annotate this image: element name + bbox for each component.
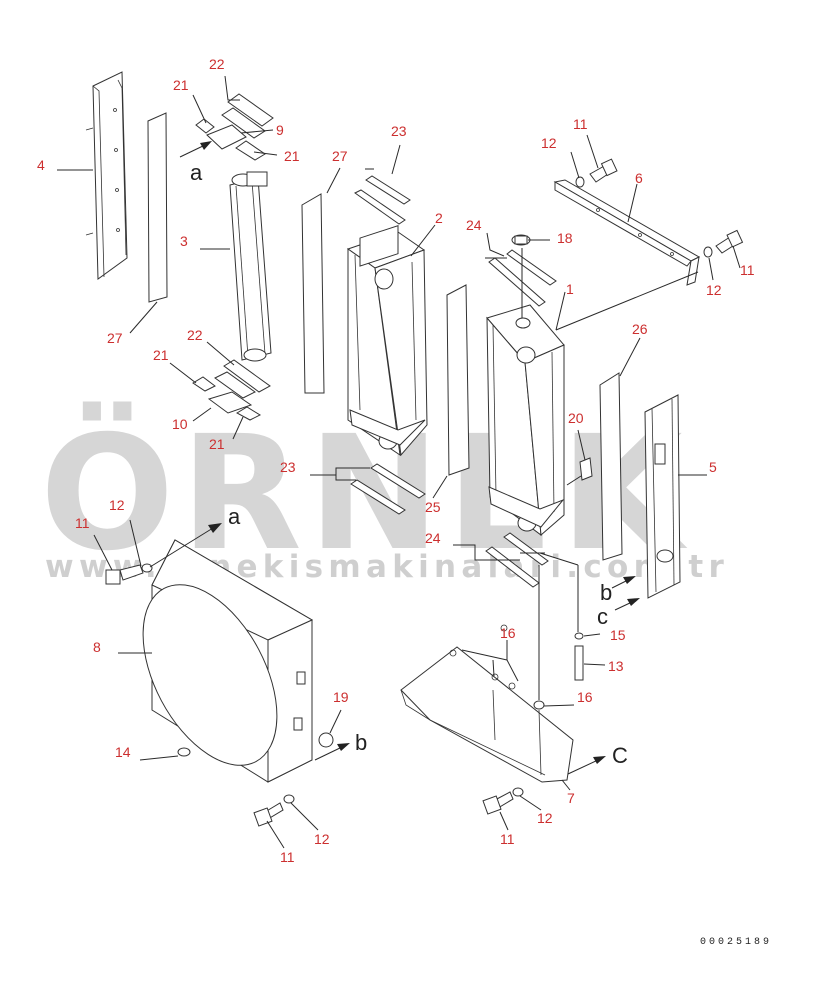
direction-arrows: [149, 141, 640, 775]
callout-part-19: 19: [333, 689, 349, 705]
ref-letter-a-top: a: [190, 160, 203, 185]
callout-part-12-a: 12: [541, 135, 557, 151]
callout-part-13: 13: [608, 658, 624, 674]
callout-part-25: 25: [425, 499, 441, 515]
callout-part-6: 6: [635, 170, 643, 186]
callout-part-12-d: 12: [109, 497, 125, 513]
callout-part-5: 5: [709, 459, 717, 475]
bottom-seal-group: [192, 359, 271, 421]
part-4-side-bracket: [85, 71, 128, 280]
part-26-seal: [599, 372, 623, 561]
ref-letter-c-bracket: c: [597, 604, 608, 629]
callout-part-22-b: 22: [187, 327, 203, 343]
part-23-strips: [350, 175, 426, 515]
callout-part-18: 18: [557, 230, 573, 246]
callout-part-27-a: 27: [332, 148, 348, 164]
part-18-cap: [511, 234, 531, 246]
part-5-side-bracket: [644, 394, 681, 599]
callout-part-3: 3: [180, 233, 188, 249]
part-27-seal-left: [147, 112, 168, 303]
part-8-fan-shroud: [142, 539, 334, 783]
watermark-brand: ÖRNEK: [40, 400, 689, 586]
callout-part-4: 4: [37, 157, 45, 173]
part-1-radiator: [486, 304, 565, 537]
bottom-fasteners: [105, 563, 524, 827]
callout-part-14: 14: [115, 744, 131, 760]
callout-part-21-c: 21: [153, 347, 169, 363]
callout-part-24-a: 24: [466, 217, 482, 233]
callout-part-10: 10: [172, 416, 188, 432]
part-27-seal-middle: [301, 193, 325, 394]
top-fasteners: [575, 158, 744, 258]
ref-letter-a-shroud: a: [228, 504, 241, 529]
callout-part-1: 1: [566, 281, 574, 297]
leader-lines: [57, 75, 741, 849]
callout-part-2: 2: [435, 210, 443, 226]
callout-part-23-b: 23: [280, 459, 296, 475]
callout-part-7: 7: [567, 790, 575, 806]
callout-part-20: 20: [568, 410, 584, 426]
ref-letter-b-shroud: b: [355, 730, 367, 755]
callout-part-11-e: 11: [280, 849, 295, 865]
callout-part-22-a: 22: [209, 56, 225, 72]
callout-part-27-b: 27: [107, 330, 123, 346]
part-20-valve: [566, 457, 593, 486]
callout-part-12-c: 12: [537, 810, 553, 826]
callout-part-12-e: 12: [314, 831, 330, 847]
ref-letter-b-bracket: b: [600, 580, 612, 605]
callout-part-15: 15: [610, 627, 626, 643]
part-6-top-bracket: [553, 179, 701, 286]
drawing-code: 00025189: [700, 937, 772, 948]
callout-part-24-b: 24: [425, 530, 441, 546]
callout-part-16-b: 16: [577, 689, 593, 705]
callout-part-11-d: 11: [75, 515, 90, 531]
callout-part-26: 26: [632, 321, 648, 337]
callout-part-11-b: 11: [740, 262, 755, 278]
callout-part-12-b: 12: [706, 282, 722, 298]
callout-labels: 4 21 22 9 21 27 3 27 22 21 10 21 23 2 25…: [37, 56, 755, 865]
top-seal-group: [195, 93, 274, 161]
callout-part-21-d: 21: [209, 436, 225, 452]
callout-part-8: 8: [93, 639, 101, 655]
ref-letter-c-frame: C: [612, 743, 628, 768]
callout-part-16-a: 16: [500, 625, 516, 641]
callout-part-11-c: 11: [500, 831, 515, 847]
callout-part-11-a: 11: [573, 116, 588, 132]
part-25-seal: [446, 284, 470, 476]
part-7-bottom-frame: [400, 624, 574, 783]
callout-part-9: 9: [276, 122, 284, 138]
part-15-13: [574, 632, 584, 681]
part-24-strips: [485, 249, 557, 588]
callout-part-23-a: 23: [391, 123, 407, 139]
callout-part-21-b: 21: [284, 148, 300, 164]
callout-part-21-a: 21: [173, 77, 189, 93]
part-3-cooler-core: [229, 171, 272, 362]
part-2-radiator: [346, 225, 428, 457]
